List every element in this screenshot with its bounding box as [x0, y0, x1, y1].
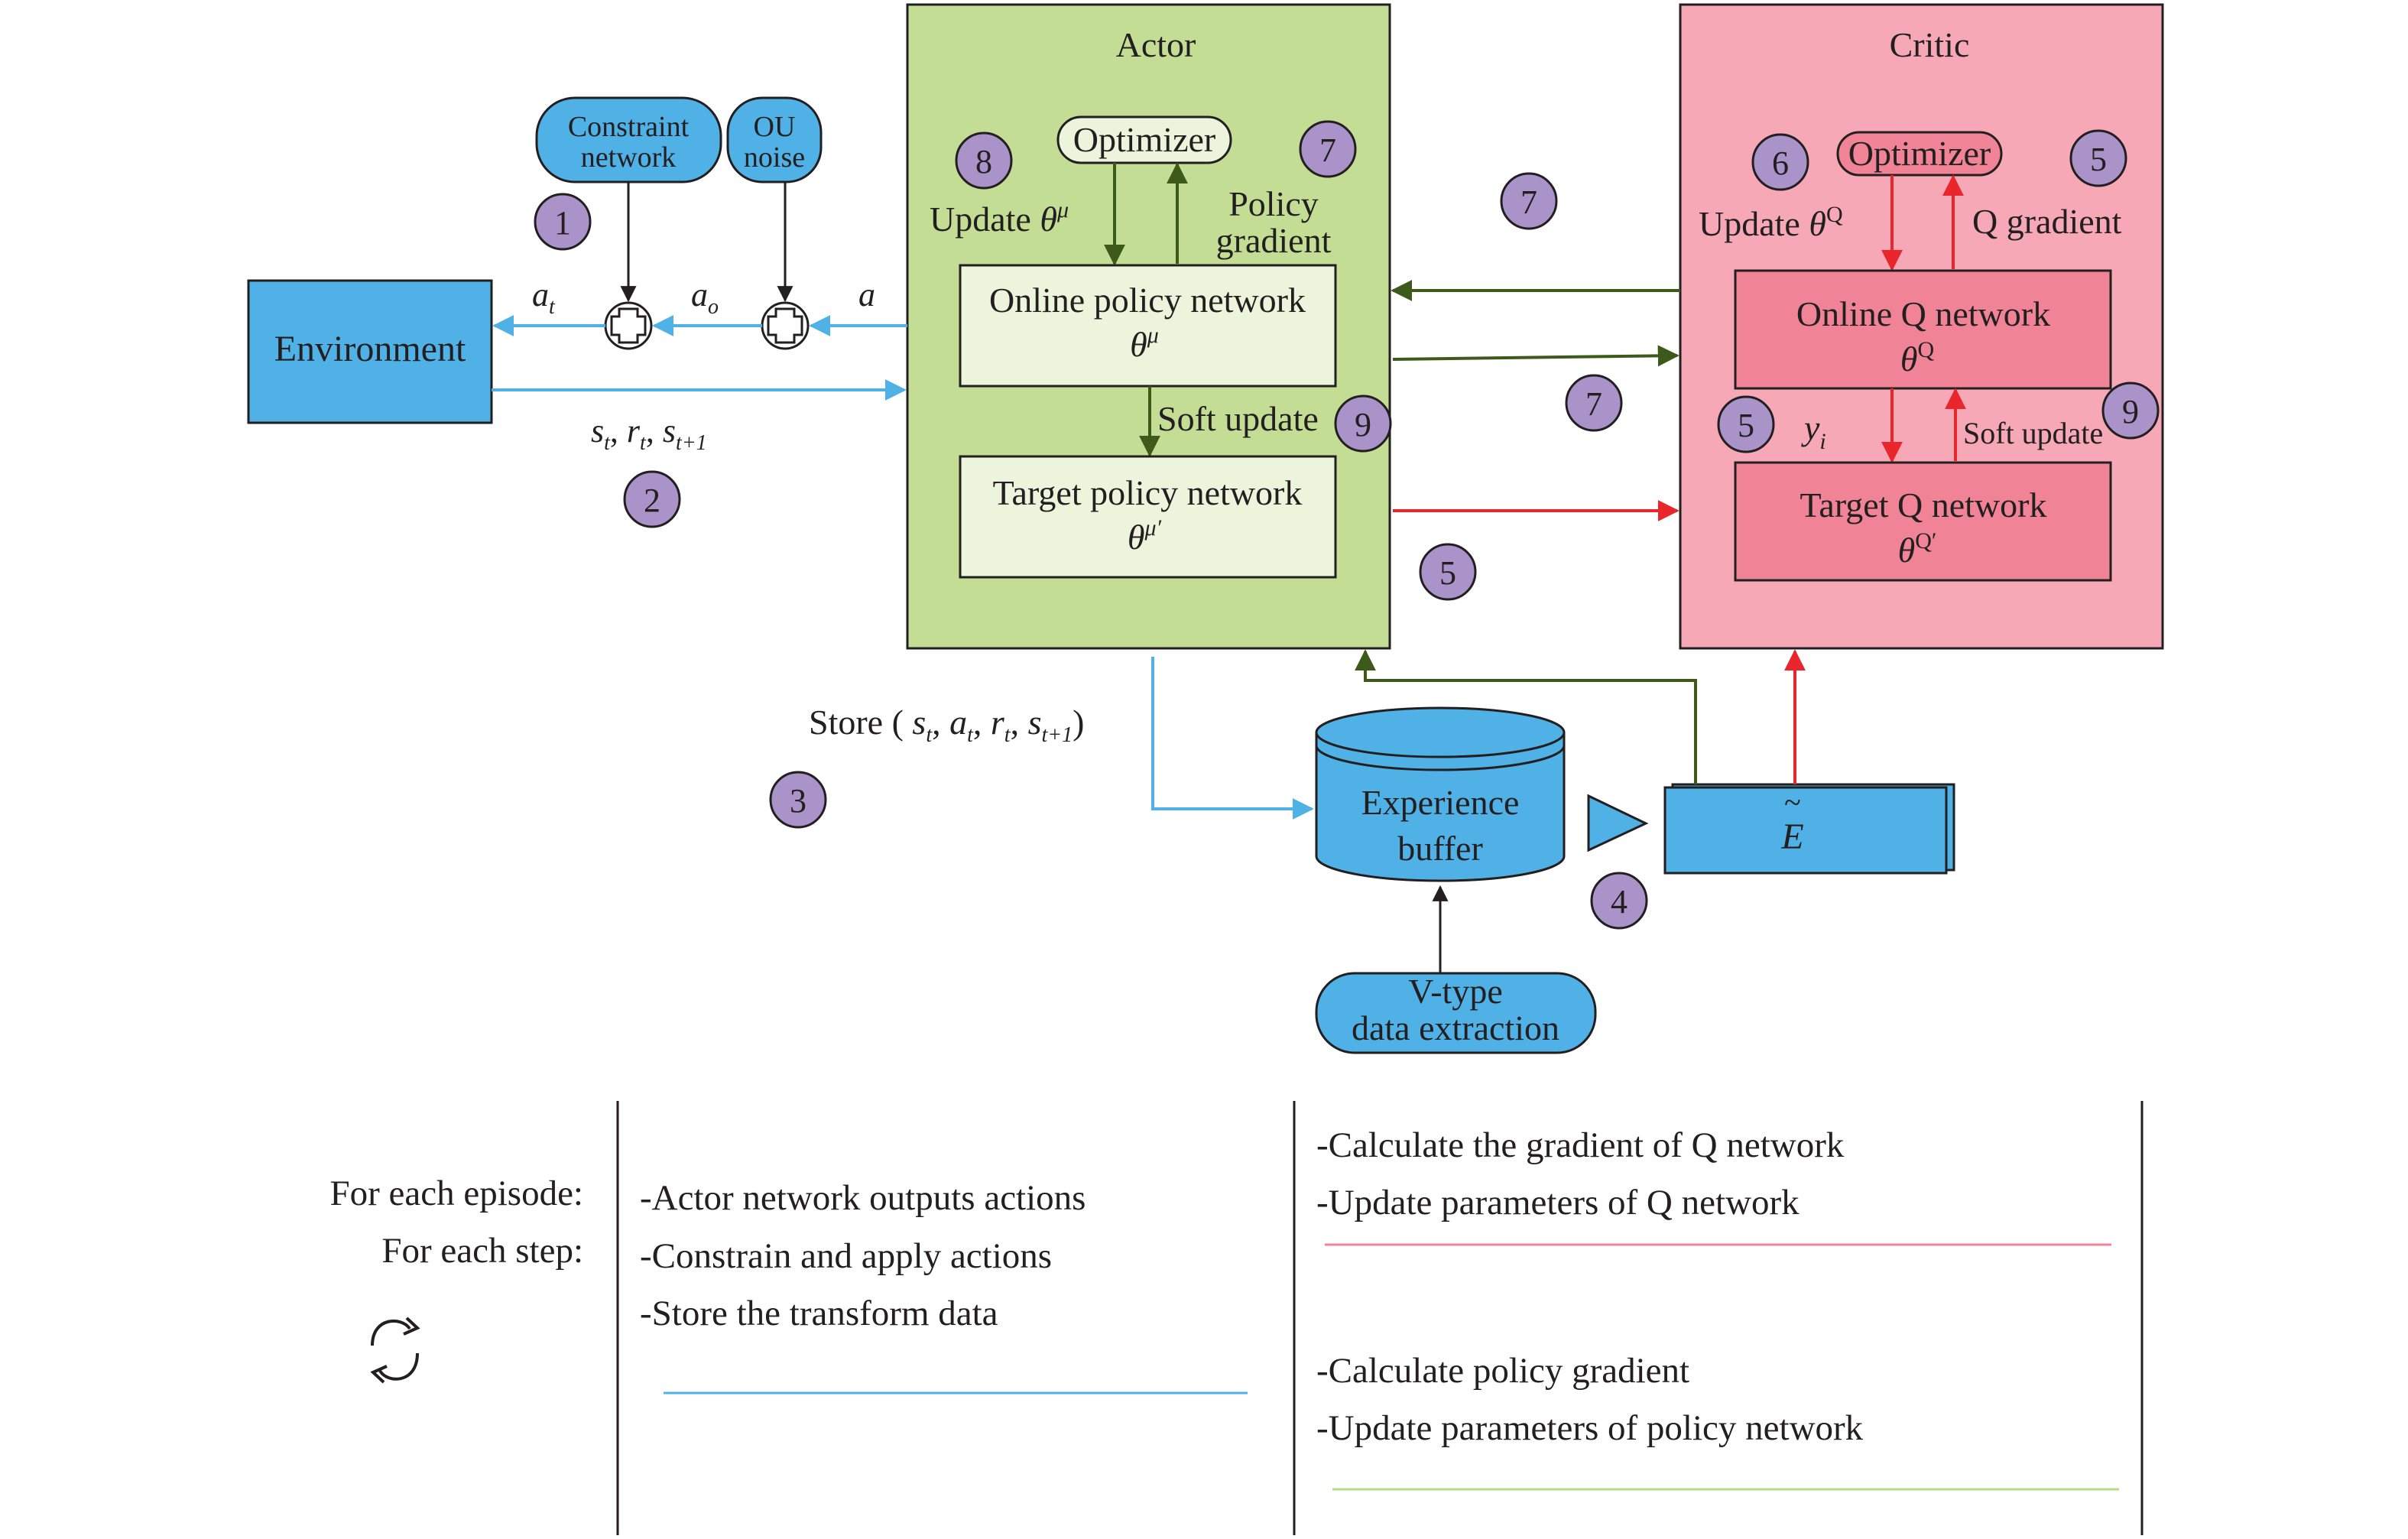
online-q-network-param: θQ: [1900, 337, 1935, 378]
online-policy-network-param: θμ: [1130, 323, 1159, 364]
svg-text:5: 5: [1738, 407, 1754, 444]
step-circle-7-upper: 7: [1500, 172, 1558, 230]
signal-ao: ao: [691, 276, 719, 319]
online-q-network[interactable]: [1734, 269, 2112, 390]
legend-col1-item-2: -Store the transform data: [640, 1294, 998, 1333]
step-circle-6: 6: [1751, 133, 1809, 191]
critic-soft-update-label: Soft update: [1963, 416, 2103, 450]
experience-buffer[interactable]: [1315, 706, 1566, 882]
target-q-network[interactable]: [1734, 461, 2112, 582]
svg-text:5: 5: [2090, 141, 2107, 178]
critic-q-gradient-label: Q gradient: [1972, 202, 2122, 241]
store-label: Store ( st, at, rt, st+1): [809, 703, 1085, 747]
e-tilde-accent: ~: [1784, 785, 1801, 820]
online-policy-network[interactable]: [959, 264, 1337, 388]
step-circle-8: 8: [955, 131, 1013, 190]
legend-col1-item-0: -Actor network outputs actions: [640, 1178, 1086, 1218]
v-type-line2: data extraction: [1352, 1008, 1559, 1047]
target-q-network-label: Target Q network: [1800, 485, 2047, 524]
svg-text:1: 1: [554, 204, 571, 242]
step-circle-4: 4: [1590, 872, 1648, 930]
critic-optimizer[interactable]: [1836, 131, 2003, 177]
step-circle-5-critic-top: 5: [2069, 129, 2127, 187]
svg-text:3: 3: [790, 782, 806, 820]
target-q-network-param: θQ′: [1898, 528, 1937, 570]
e-tilde-symbol: E: [1780, 817, 1803, 857]
actor-optimizer-label: Optimizer: [1073, 120, 1216, 159]
experience-buffer-line2: buffer: [1397, 829, 1483, 868]
step-circle-7-lower: 7: [1565, 374, 1623, 432]
v-type-extraction[interactable]: [1315, 972, 1597, 1054]
ou-noise[interactable]: [726, 96, 823, 183]
actor-optimizer[interactable]: [1056, 115, 1232, 164]
legend-step: For each step:: [381, 1231, 583, 1271]
environment-box[interactable]: [247, 279, 493, 424]
loop-icon: [370, 1317, 420, 1384]
target-policy-network[interactable]: [959, 455, 1337, 579]
experience-buffer-line1: Experience: [1361, 783, 1520, 822]
constraint-network-line2: network: [581, 141, 677, 174]
environment-label: Environment: [274, 329, 466, 369]
actor-to-critic-arrow: [1392, 345, 1679, 367]
actor-policy-gradient-line2: gradient: [1216, 221, 1332, 260]
state-tuple-label: st, rt, st+1: [591, 412, 707, 455]
step-circle-5-actor: 5: [1419, 543, 1477, 601]
ou-sum-node: [761, 301, 810, 350]
target-policy-network-label: Target policy network: [993, 473, 1303, 512]
constraint-sum-node: [604, 301, 653, 350]
actor-update-label: Update θμ: [930, 197, 1069, 239]
step-circle-9-actor: 9: [1334, 394, 1392, 453]
step-circle-5-critic-mid: 5: [1717, 395, 1775, 453]
legend-col2b-item-1: -Update parameters of policy network: [1316, 1408, 1864, 1448]
svg-text:5: 5: [1439, 554, 1456, 592]
transfer-triangle: [1587, 794, 1649, 852]
svg-text:2: 2: [644, 482, 660, 519]
step-circle-9-critic: 9: [2101, 382, 2160, 440]
svg-text:8: 8: [975, 143, 992, 180]
etilde-to-actor-arrow: [1355, 649, 1697, 784]
v-type-line1: V-type: [1408, 972, 1503, 1011]
svg-text:7: 7: [1319, 131, 1336, 169]
svg-text:6: 6: [1772, 144, 1789, 182]
svg-text:7: 7: [1585, 385, 1602, 423]
e-tilde-block[interactable]: [1663, 783, 1955, 875]
store-to-buffer-arrow: [1151, 657, 1314, 820]
legend-col2a-item-1: -Update parameters of Q network: [1316, 1183, 1800, 1222]
ou-noise-line1: OU: [754, 111, 796, 143]
target-policy-network-param: θμ′: [1128, 515, 1162, 557]
critic-update-label: Update θQ: [1699, 202, 1843, 243]
legend-col1-item-1: -Constrain and apply actions: [640, 1236, 1053, 1276]
critic-title: Critic: [1890, 25, 1970, 64]
ou-noise-line2: noise: [744, 141, 805, 174]
svg-text:9: 9: [2122, 393, 2139, 430]
actor-soft-update-label: Soft update: [1157, 399, 1319, 438]
legend-episode: For each episode:: [329, 1174, 583, 1213]
step-circle-7-actor: 7: [1299, 120, 1357, 178]
legend-col2b-item-0: -Calculate policy gradient: [1316, 1351, 1690, 1391]
svg-text:4: 4: [1611, 883, 1628, 920]
critic-optimizer-label: Optimizer: [1848, 134, 1991, 173]
step-circle-1: 1: [534, 193, 592, 251]
step-circle-3: 3: [769, 771, 827, 829]
step-circle-2: 2: [623, 470, 681, 528]
legend-col2a-item-0: -Calculate the gradient of Q network: [1316, 1125, 1845, 1165]
actor-policy-gradient-line1: Policy: [1228, 184, 1319, 223]
critic-yi-label: yi: [1801, 408, 1826, 454]
svg-text:9: 9: [1355, 406, 1371, 443]
constraint-network-line1: Constraint: [568, 111, 690, 143]
online-q-network-label: Online Q network: [1796, 294, 2050, 333]
online-policy-network-label: Online policy network: [989, 281, 1306, 320]
signal-at: at: [532, 276, 556, 319]
svg-text:7: 7: [1520, 183, 1537, 221]
actor-title: Actor: [1116, 25, 1196, 64]
signal-a: a: [858, 276, 875, 313]
